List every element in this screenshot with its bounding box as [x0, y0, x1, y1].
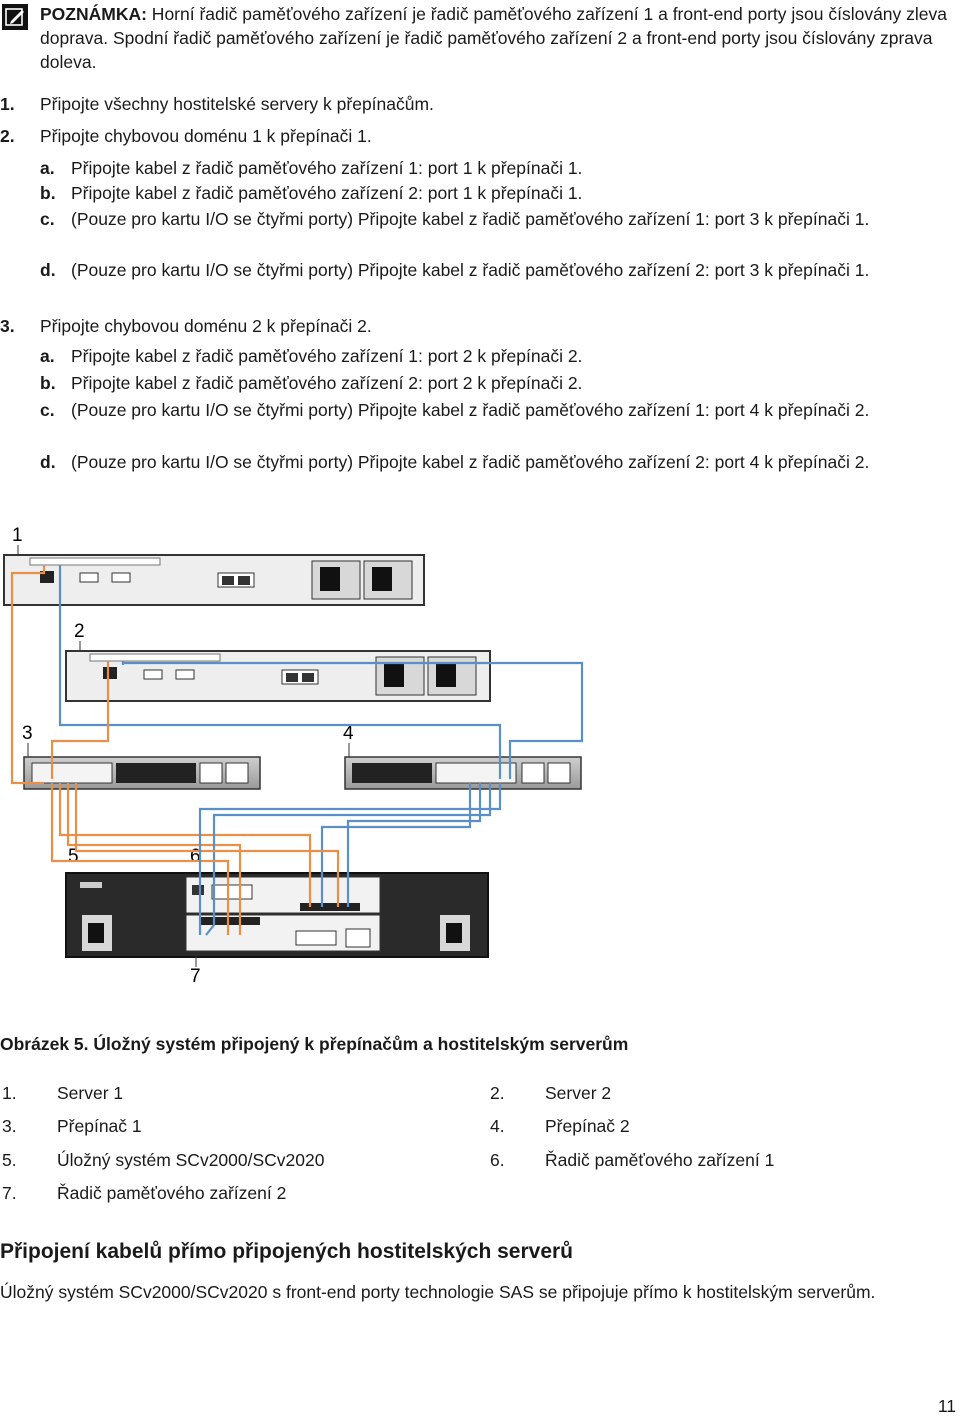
substep-text: Připojte kabel z řadič paměťového zaříze…	[71, 183, 583, 203]
legend-text: Přepínač 1	[57, 1116, 142, 1136]
cable-ctrl2-port1	[66, 783, 242, 935]
step-number: 3.	[0, 316, 15, 336]
note-text: Horní řadič paměťového zařízení je řadič…	[40, 4, 947, 72]
step-text: Připojte chybovou doménu 2 k přepínači 2…	[40, 316, 372, 336]
cabling-diagram: 1 2 3 4 5 6 7	[3, 525, 584, 987]
legend-number: 1.	[2, 1083, 17, 1103]
server-2	[65, 650, 491, 702]
substep-letter: a.	[40, 158, 55, 178]
substep-text: Připojte kabel z řadič paměťového zaříze…	[71, 373, 583, 393]
substep-letter: c.	[40, 209, 55, 229]
substep-text: Připojte kabel z řadič paměťového zaříze…	[71, 346, 583, 366]
callout-1: 1	[12, 525, 23, 546]
legend-number: 5.	[2, 1150, 17, 1170]
cable-ctrl1-port3	[74, 783, 340, 907]
step-number: 1.	[0, 94, 15, 114]
legend-text: Server 2	[545, 1083, 612, 1103]
cable-server1-switch1	[10, 565, 46, 785]
step-text: Připojte chybovou doménu 1 k přepínači 1…	[40, 126, 372, 146]
cable-ctrl1-port2	[320, 783, 472, 907]
storage-system	[65, 872, 489, 958]
substep-letter: a.	[40, 346, 55, 366]
section-paragraph: Úložný systém SCv2000/SCv2020 s front-en…	[0, 1282, 876, 1302]
step-number: 2.	[0, 126, 15, 146]
callout-5: 5	[68, 846, 79, 867]
legend-text: Řadič paměťového zařízení 1	[545, 1150, 775, 1170]
step-text: Připojte všechny hostitelské servery k p…	[40, 94, 434, 114]
substep-letter: d.	[40, 260, 56, 280]
legend-text: Přepínač 2	[545, 1116, 630, 1136]
legend-text: Úložný systém SCv2000/SCv2020	[57, 1150, 325, 1170]
callout-3: 3	[22, 723, 33, 744]
callout-2: 2	[74, 621, 85, 642]
legend-text: Server 1	[57, 1083, 124, 1103]
cable-ctrl2-port3	[50, 783, 230, 935]
substep-text: (Pouze pro kartu I/O se čtyřmi porty) Př…	[71, 400, 870, 420]
cable-server2-switch2-run	[121, 661, 584, 779]
storage-controller-2	[185, 914, 381, 952]
cable-server2-switch1	[50, 661, 110, 779]
section-heading: Připojení kabelů přímo připojených hosti…	[0, 1240, 573, 1263]
note-pencil-icon	[2, 4, 28, 30]
legend-number: 3.	[2, 1116, 17, 1136]
cable-ctrl2-port4	[198, 783, 502, 935]
server-1	[3, 554, 425, 606]
callout-7: 7	[190, 966, 201, 987]
cables	[10, 565, 584, 936]
substep-text: (Pouze pro kartu I/O se čtyřmi porty) Př…	[71, 209, 870, 229]
substep-text: (Pouze pro kartu I/O se čtyřmi porty) Př…	[71, 260, 870, 280]
legend-number: 7.	[2, 1183, 17, 1203]
cable-ctrl1-port1	[58, 783, 312, 907]
callout-4: 4	[343, 723, 354, 744]
legend-number: 6.	[490, 1150, 505, 1170]
cable-server1-switch2	[58, 565, 502, 779]
substep-letter: b.	[40, 373, 56, 393]
legend-number: 4.	[490, 1116, 505, 1136]
callout-6: 6	[190, 846, 201, 867]
substep-text: (Pouze pro kartu I/O se čtyřmi porty) Př…	[71, 452, 870, 472]
substep-letter: c.	[40, 400, 55, 420]
cable-ctrl1-port4	[346, 783, 482, 907]
substep-text: Připojte kabel z řadič paměťového zaříze…	[71, 158, 583, 178]
note-paragraph: POZNÁMKA: Horní řadič paměťového zařízen…	[40, 2, 950, 74]
switch-1	[23, 756, 261, 790]
note-label: POZNÁMKA:	[40, 4, 147, 24]
substep-letter: b.	[40, 183, 56, 203]
substep-letter: d.	[40, 452, 56, 472]
legend-number: 2.	[490, 1083, 505, 1103]
figure-caption: Obrázek 5. Úložný systém připojený k pře…	[0, 1034, 629, 1054]
legend-text: Řadič paměťového zařízení 2	[57, 1183, 287, 1203]
cable-ctrl2-port2	[205, 783, 492, 936]
page-number: 11	[937, 1396, 956, 1416]
switch-2	[344, 756, 582, 790]
